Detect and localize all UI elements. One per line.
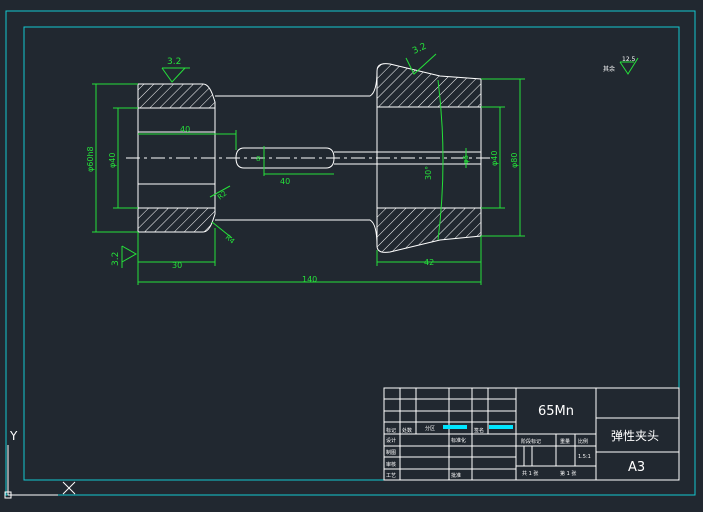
title-block <box>383 387 680 481</box>
roughness-top-left <box>161 67 190 83</box>
dim-angle: 30° <box>424 166 433 180</box>
sheet-size: A3 <box>628 460 645 475</box>
dimensions <box>92 53 639 285</box>
dim-small-bore: φ5 <box>462 155 470 164</box>
roughness-rest-value: 12.5 <box>622 56 636 63</box>
hatch-top-left <box>137 83 216 109</box>
title-highlight-1 <box>443 425 467 429</box>
tb-check: 审核 <box>386 461 396 468</box>
tb-zone: 分区 <box>425 425 435 432</box>
roughness-bottom-left <box>121 245 138 268</box>
dim-outer-dia: φ60h8 <box>86 146 95 172</box>
tb-total-sheets: 共 1 张 <box>522 470 538 477</box>
roughness-top-right <box>405 53 437 75</box>
material: 65Mn <box>538 404 574 419</box>
inner-border <box>23 26 680 481</box>
dim-slot-length: 40 <box>280 177 290 186</box>
tb-stage: 阶段标记 <box>521 438 541 445</box>
tb-mark: 标记 <box>386 427 396 434</box>
part-section-view <box>126 63 492 253</box>
dim-length-total: 140 <box>302 275 317 284</box>
tb-sheet-no: 第 1 张 <box>560 470 576 477</box>
tb-design: 设计 <box>386 437 396 444</box>
dim-outer-dia-right: φ80 <box>510 153 519 168</box>
tb-weight: 重量 <box>560 438 570 445</box>
dim-slot-width: 8 <box>256 155 260 163</box>
tb-scale-value: 1.5:1 <box>578 454 591 460</box>
dim-radius-lower: R4 <box>224 233 237 245</box>
outer-border <box>5 10 696 496</box>
tb-approve: 批准 <box>451 472 461 479</box>
dimension-labels: 40 40 8 φ40 φ60h8 φ80 φ40 φ5 30° R2 R4 3… <box>86 42 519 284</box>
ucs-axis-indicator <box>4 445 76 499</box>
hatch-top-right <box>376 63 482 108</box>
title-block-text: 标记 处数 分区 签名 设计 标准化 制图 审核 工艺 批准 阶段标记 重量 比… <box>386 425 591 479</box>
roughness-rest-note: 其余 12.5 <box>603 56 636 73</box>
tb-process: 工艺 <box>386 473 396 479</box>
roughness-top-left-value: 3.2 <box>167 57 181 67</box>
dim-bore-dia-right: φ40 <box>490 151 499 166</box>
tb-standardize: 标准化 <box>451 437 466 444</box>
tb-sign: 签名 <box>474 427 484 434</box>
dim-bore-dia: φ40 <box>108 153 117 168</box>
roughness-rest <box>619 57 639 75</box>
small-bore <box>334 151 481 165</box>
part-name: 弹性夹头 <box>611 429 659 443</box>
tb-draw: 制图 <box>386 449 396 456</box>
dim-slot-depth: 40 <box>180 125 190 134</box>
dim-radius-upper: R2 <box>216 189 228 201</box>
roughness-rest-label: 其余 <box>603 65 615 73</box>
roughness-bottom-left-value: 3.2 <box>111 252 121 266</box>
tb-count: 处数 <box>402 427 412 434</box>
dim-length-right: 42 <box>424 258 434 267</box>
dim-length-left: 30 <box>172 261 182 270</box>
slot-outline <box>235 147 335 169</box>
hatch-bottom-left <box>137 207 216 233</box>
title-highlight-2 <box>489 425 513 429</box>
roughness-top-right-value: 3.2 <box>411 42 428 57</box>
y-axis-label: Y <box>9 429 18 443</box>
tb-scale: 比例 <box>578 438 588 445</box>
hatch-bottom-right <box>376 207 482 253</box>
